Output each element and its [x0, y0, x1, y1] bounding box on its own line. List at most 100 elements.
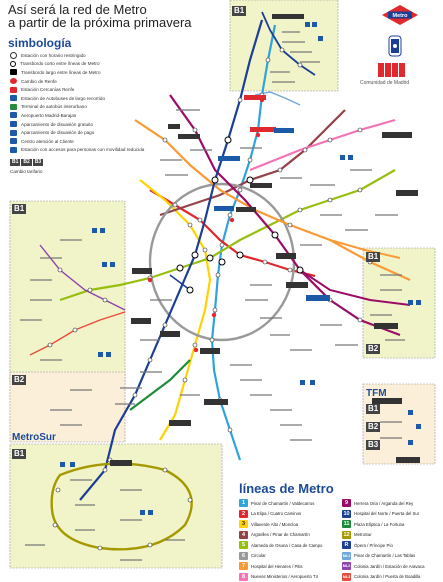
line-label: La Elipa / Cuatro Caminos [251, 511, 301, 516]
line-badge: 8 [239, 573, 248, 581]
zone-tag-b1-top: B1 [232, 6, 246, 16]
renfe-icon [10, 78, 17, 84]
legend-label: Estación con accesos para personas con m… [21, 147, 144, 152]
zone-b3-chip: B3 [33, 159, 43, 166]
zone-b1-chip: B1 [10, 159, 20, 166]
legend-label: Aeropuerto Madrid-Barajas [21, 113, 76, 118]
line-badge: 1 [239, 499, 248, 507]
legend-label: Centro atención al Cliente [21, 139, 74, 144]
legend-row: Aparcamiento de disuasión de pago [10, 128, 138, 137]
airport-icon [10, 112, 17, 118]
line-label: Nuevos Ministerios / Aeropuerto T4 [251, 574, 318, 579]
legend-row: Estación de Autobuses de largo recorrido [10, 94, 138, 103]
legend-label: Aparcamiento de disuasión de pago [21, 130, 94, 135]
long-transfer-icon [10, 69, 17, 75]
line-label: Herrera Oria / Arganda del Rey [354, 501, 413, 506]
line-label: Colonia Jardín / Puerta de Boadilla [354, 574, 420, 579]
legend-row: Estación Cercanías Renfe [10, 85, 138, 94]
line-badge: 12 [342, 531, 351, 539]
customer-center-icon [10, 138, 17, 144]
zone-tag-b1-sur: B1 [12, 449, 26, 459]
line-badge: 11 [342, 520, 351, 528]
legend-label: Transbordo corto entre líneas de Metro [20, 61, 100, 66]
legend-row: Terminal de autobús interurbano [10, 103, 138, 112]
line-label: Hospital del Norte / Puerta del Sur [354, 511, 419, 516]
line-badge: ML2 [342, 562, 351, 570]
zone-tag-b1-left: B1 [12, 204, 26, 214]
cercanias-icon [10, 87, 17, 93]
line-label: Villaverde Alto / Moncloa [251, 522, 298, 527]
line-label: Hospital del Henares / Pitis [251, 564, 303, 569]
zone-b2-chip: B2 [21, 159, 31, 166]
line-badge: 6 [239, 552, 248, 560]
accessible-icon [10, 147, 17, 153]
legend-label: Cambio de Renfe [21, 79, 57, 84]
line-label: Circular [251, 553, 266, 558]
legend-label: Cambio tarifario [10, 169, 42, 174]
paid-parking-icon [10, 130, 17, 136]
legend-row: Cambio tarifario [10, 167, 138, 176]
legend-title: simbología [8, 36, 71, 50]
line-badge: 3 [239, 520, 248, 528]
legend-label: Estación con horario restringido [21, 53, 86, 58]
restricted-station-icon [10, 52, 17, 59]
legend-row: Transbordo corto entre líneas de Metro [10, 60, 138, 69]
line-label: Plaza Elíptica / La Fortuna [354, 522, 404, 527]
bus-terminal-icon [10, 104, 17, 110]
line-badge: 5 [239, 541, 248, 549]
line-label: Argüelles / Pinar de Chamartín [251, 532, 310, 537]
zone-tag-tfm-b3: B3 [366, 440, 380, 450]
zone-tag-b2-left: B2 [12, 375, 26, 385]
zone-tag-b2-right: B2 [366, 344, 380, 354]
line-label: MetroSur [354, 532, 372, 537]
line-badge: 2 [239, 510, 248, 518]
line-badge: 10 [342, 510, 351, 518]
line-badge: 4 [239, 531, 248, 539]
short-transfer-icon [10, 61, 16, 67]
legend-row: Transbordo largo entre líneas de Metro [10, 68, 138, 77]
line-label: Pinar de Chamartín / Valdecarros [251, 501, 314, 506]
metrosur-label: MetroSur [12, 432, 56, 443]
legend-label: Estación de Autobuses de largo recorrido [21, 96, 105, 101]
zone-tag-tfm-b1: B1 [366, 404, 380, 414]
line-badge: R [342, 541, 351, 549]
legend-label: Transbordo largo entre líneas de Metro [21, 70, 101, 75]
zone-tag-b1-right: B1 [366, 252, 380, 262]
legend-row-zones: B1 B2 B3 [10, 158, 138, 167]
line-badge: 9 [342, 499, 351, 507]
lines-title: líneas de Metro [239, 481, 334, 496]
legend: Estación con horario restringido Transbo… [10, 51, 138, 175]
legend-row: Estación con horario restringido [10, 51, 138, 60]
line-label: Ópera / Príncipe Pío [354, 543, 393, 548]
legend-label: Aparcamiento de disuasión gratuito [21, 122, 93, 127]
legend-label: Terminal de autobús interurbano [21, 104, 87, 109]
legend-row: Aparcamiento de disuasión gratuito [10, 120, 138, 129]
line-badge: 7 [239, 562, 248, 570]
tfm-label: TFM [366, 388, 387, 399]
line-label: Alameda de Osuna / Casa de Campo [251, 543, 322, 548]
free-parking-icon [10, 121, 17, 127]
legend-row: Estación con accesos para personas con m… [10, 146, 138, 155]
legend-row: Aeropuerto Madrid-Barajas [10, 111, 138, 120]
zone-tag-tfm-b2: B2 [366, 422, 380, 432]
legend-label: Estación Cercanías Renfe [21, 87, 74, 92]
line-label: Colonia Jardín / Estación de Aravaca [354, 564, 424, 569]
line-badge: ML3 [342, 573, 351, 581]
